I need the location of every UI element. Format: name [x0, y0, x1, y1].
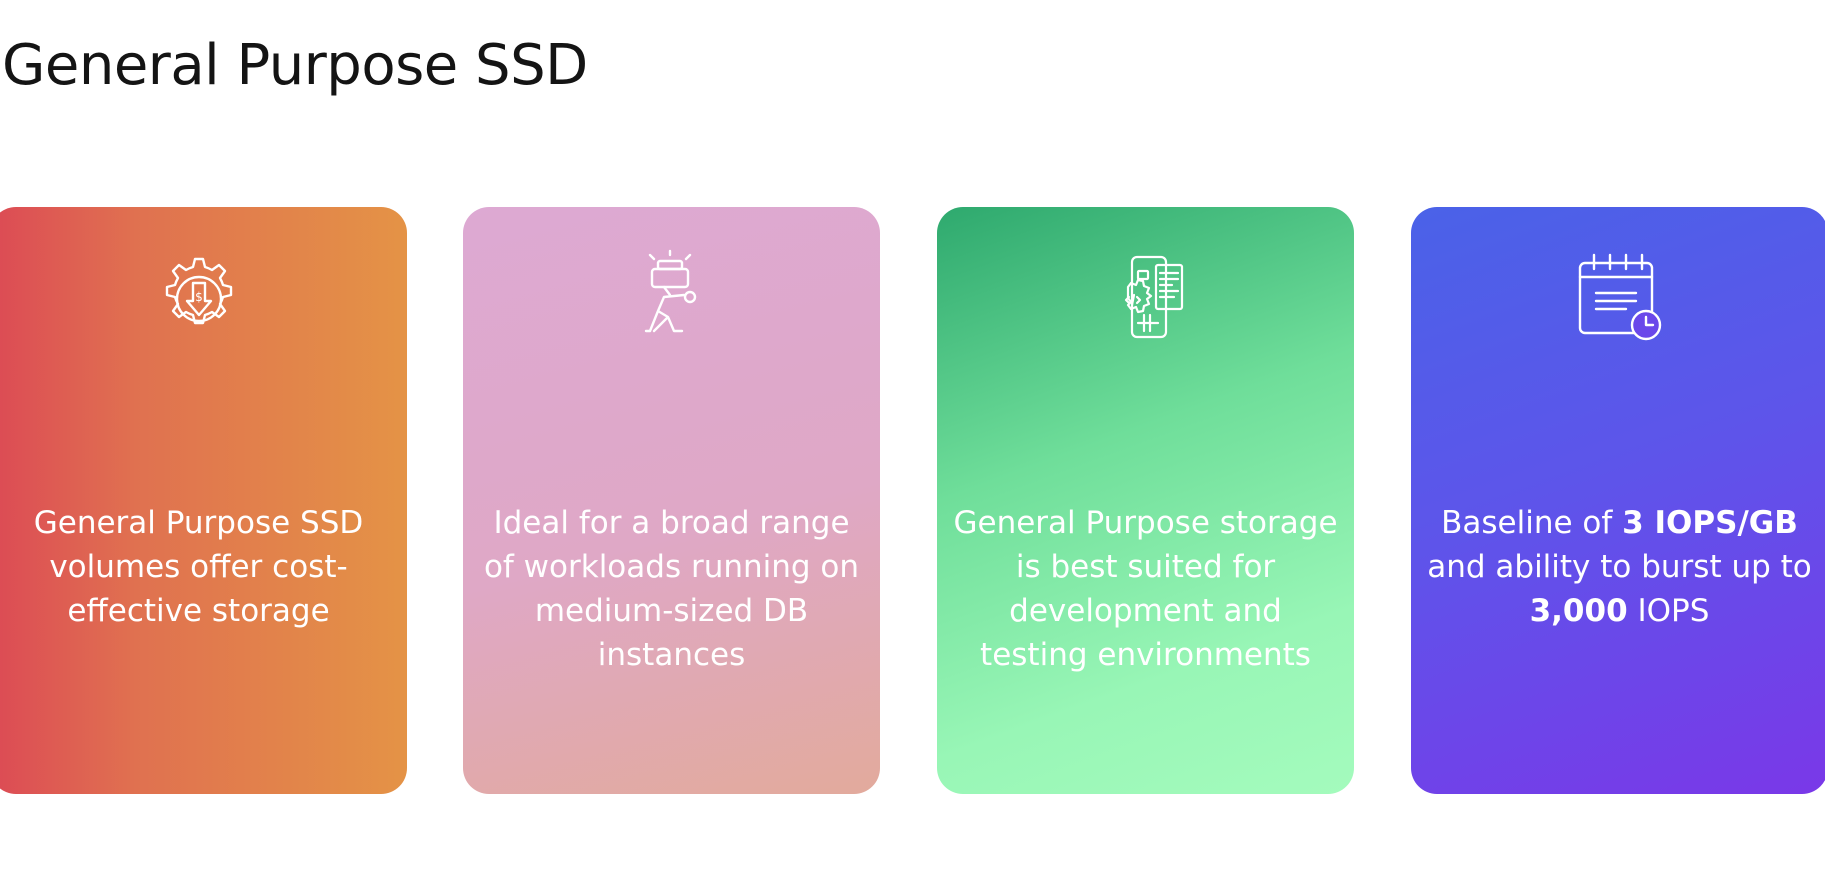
feature-card-workloads: Ideal for a broad range of workloads run… [463, 207, 880, 794]
card-text-part: IOPS [1627, 593, 1710, 629]
card-text: General Purpose SSD volumes offer cost-e… [33, 505, 364, 629]
mobile-development-icon [1098, 249, 1194, 345]
card-text: Ideal for a broad range of workloads run… [483, 505, 860, 673]
card-text-part: Baseline of [1441, 505, 1623, 541]
card-text-emphasis: 3,000 [1529, 593, 1628, 629]
svg-text:$: $ [195, 290, 203, 304]
page-title: General Purpose SSD [2, 33, 588, 98]
card-text: Baseline of 3 IOPS/GB and ability to bur… [1411, 501, 1825, 633]
person-carrying-load-icon [624, 249, 720, 345]
card-text-part: and ability to burst up to [1427, 549, 1812, 585]
feature-card-dev-testing: General Purpose storage is best suited f… [937, 207, 1354, 794]
gear-dollar-down-icon: $ [151, 249, 247, 345]
card-text-emphasis: 3 IOPS/GB [1622, 505, 1798, 541]
feature-card-cost-effective: $ General Purpose SSD volumes offer cost… [0, 207, 407, 794]
calendar-clock-icon [1572, 249, 1668, 345]
card-text: General Purpose storage is best suited f… [953, 505, 1338, 673]
feature-card-iops: Baseline of 3 IOPS/GB and ability to bur… [1411, 207, 1825, 794]
